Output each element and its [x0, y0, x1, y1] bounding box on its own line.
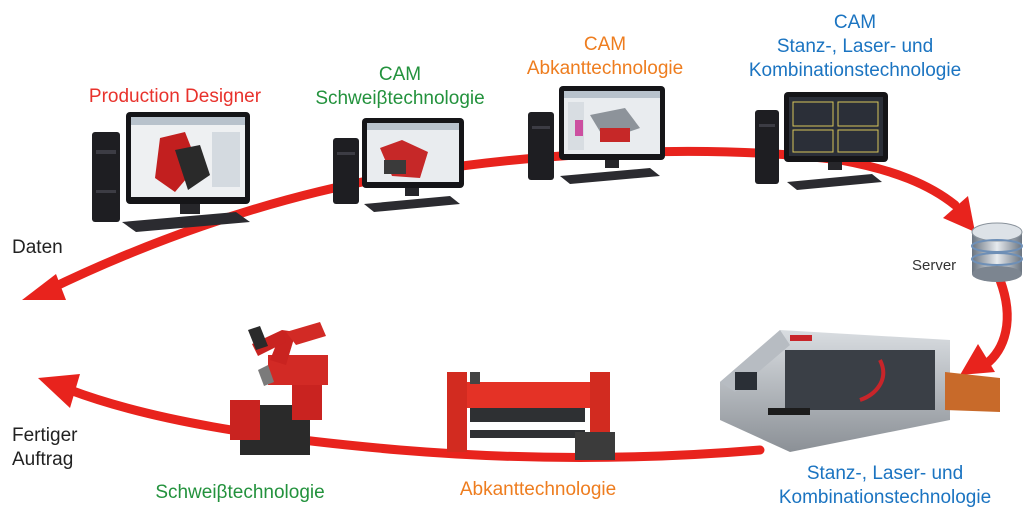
label-line: Kombinationstechnologie: [748, 60, 962, 81]
label-line: Schweiβtechnologie: [155, 482, 325, 503]
server-icon: [971, 222, 1023, 282]
press-brake-icon: [447, 372, 615, 460]
label-line: Auftrag: [12, 449, 74, 470]
label-line: Schweiβtechnologie: [315, 88, 485, 109]
arrow-bottom: [65, 385, 765, 462]
arrowhead-machine: [960, 344, 995, 375]
label-line: Production Designer: [88, 86, 262, 107]
label-machine-bending: Abkanttechnologie: [438, 478, 638, 502]
arrow-right: [980, 275, 1012, 370]
label-line: Fertiger: [12, 425, 78, 446]
label-production-designer: Production Designer: [70, 85, 280, 109]
welding-robot-icon: [230, 322, 328, 455]
computer-icon: [333, 118, 464, 212]
arrowhead-end: [38, 374, 80, 408]
label-cam-bending: CAM Abkanttechnologie: [510, 33, 700, 81]
label-cam-laser: CAM Stanz-, Laser- und Kombinationstechn…: [730, 11, 980, 83]
label-machine-welding: Schweiβtechnologie: [140, 481, 340, 505]
label-line: Server: [912, 257, 957, 274]
label-line: Kombinationstechnologie: [778, 487, 992, 508]
label-daten: Daten: [12, 236, 63, 260]
label-cam-welding: CAM Schweiβtechnologie: [300, 63, 500, 111]
arrowhead-server: [943, 196, 975, 232]
label-line: Stanz-, Laser- und: [806, 463, 964, 484]
computer-icon: [755, 92, 888, 190]
label-line: Abkanttechnologie: [459, 479, 617, 500]
arrowhead-start: [22, 274, 66, 300]
label-machine-laser: Stanz-, Laser- und Kombinationstechnolog…: [760, 462, 1010, 510]
arrowheads: [22, 196, 995, 408]
computer-icon: [528, 86, 665, 184]
label-line: CAM: [378, 64, 422, 85]
label-server: Server: [912, 254, 956, 278]
label-line: Abkanttechnologie: [526, 58, 684, 79]
label-line: CAM: [833, 12, 877, 33]
label-line: Stanz-, Laser- und: [776, 36, 934, 57]
label-line: CAM: [583, 34, 627, 55]
label-fertiger-auftrag: Fertiger Auftrag: [12, 424, 77, 472]
laser-machine-icon: [720, 330, 1000, 452]
computer-icon: [92, 112, 250, 232]
label-line: Daten: [12, 237, 63, 258]
